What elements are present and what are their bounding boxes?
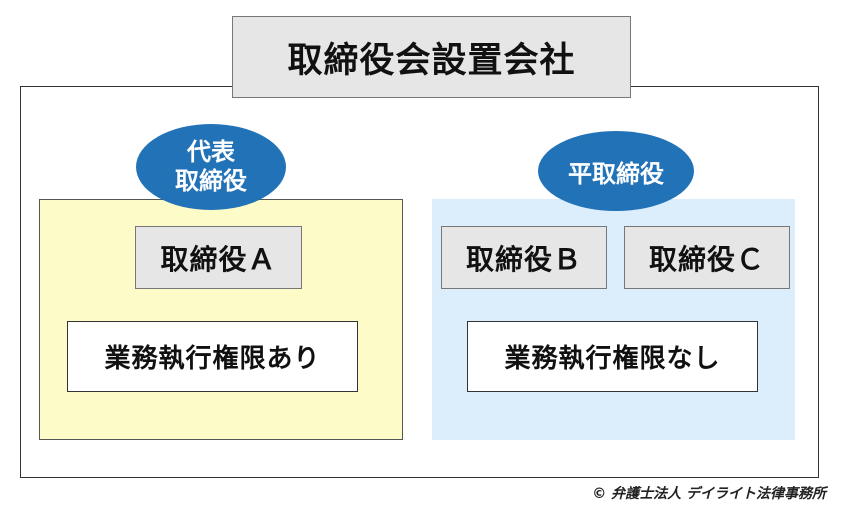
director-a-box: 取締役Ａ: [135, 226, 302, 289]
copyright-notice: © 弁護士法人 デイライト法律事務所: [592, 486, 826, 502]
authority-yes-box: 業務執行権限あり: [67, 321, 358, 392]
director-c-box: 取締役Ｃ: [624, 226, 790, 289]
director-b-box: 取締役Ｂ: [441, 226, 607, 289]
representative-oval-line1: 代表: [187, 138, 235, 166]
representative-oval-line2: 取締役: [175, 167, 247, 195]
authority-no-box: 業務執行権限なし: [467, 321, 758, 392]
diagram-title: 取締役会設置会社: [232, 16, 631, 98]
ordinary-director-oval: 平取締役: [538, 131, 694, 211]
representative-director-oval: 代表 取締役: [136, 124, 286, 210]
